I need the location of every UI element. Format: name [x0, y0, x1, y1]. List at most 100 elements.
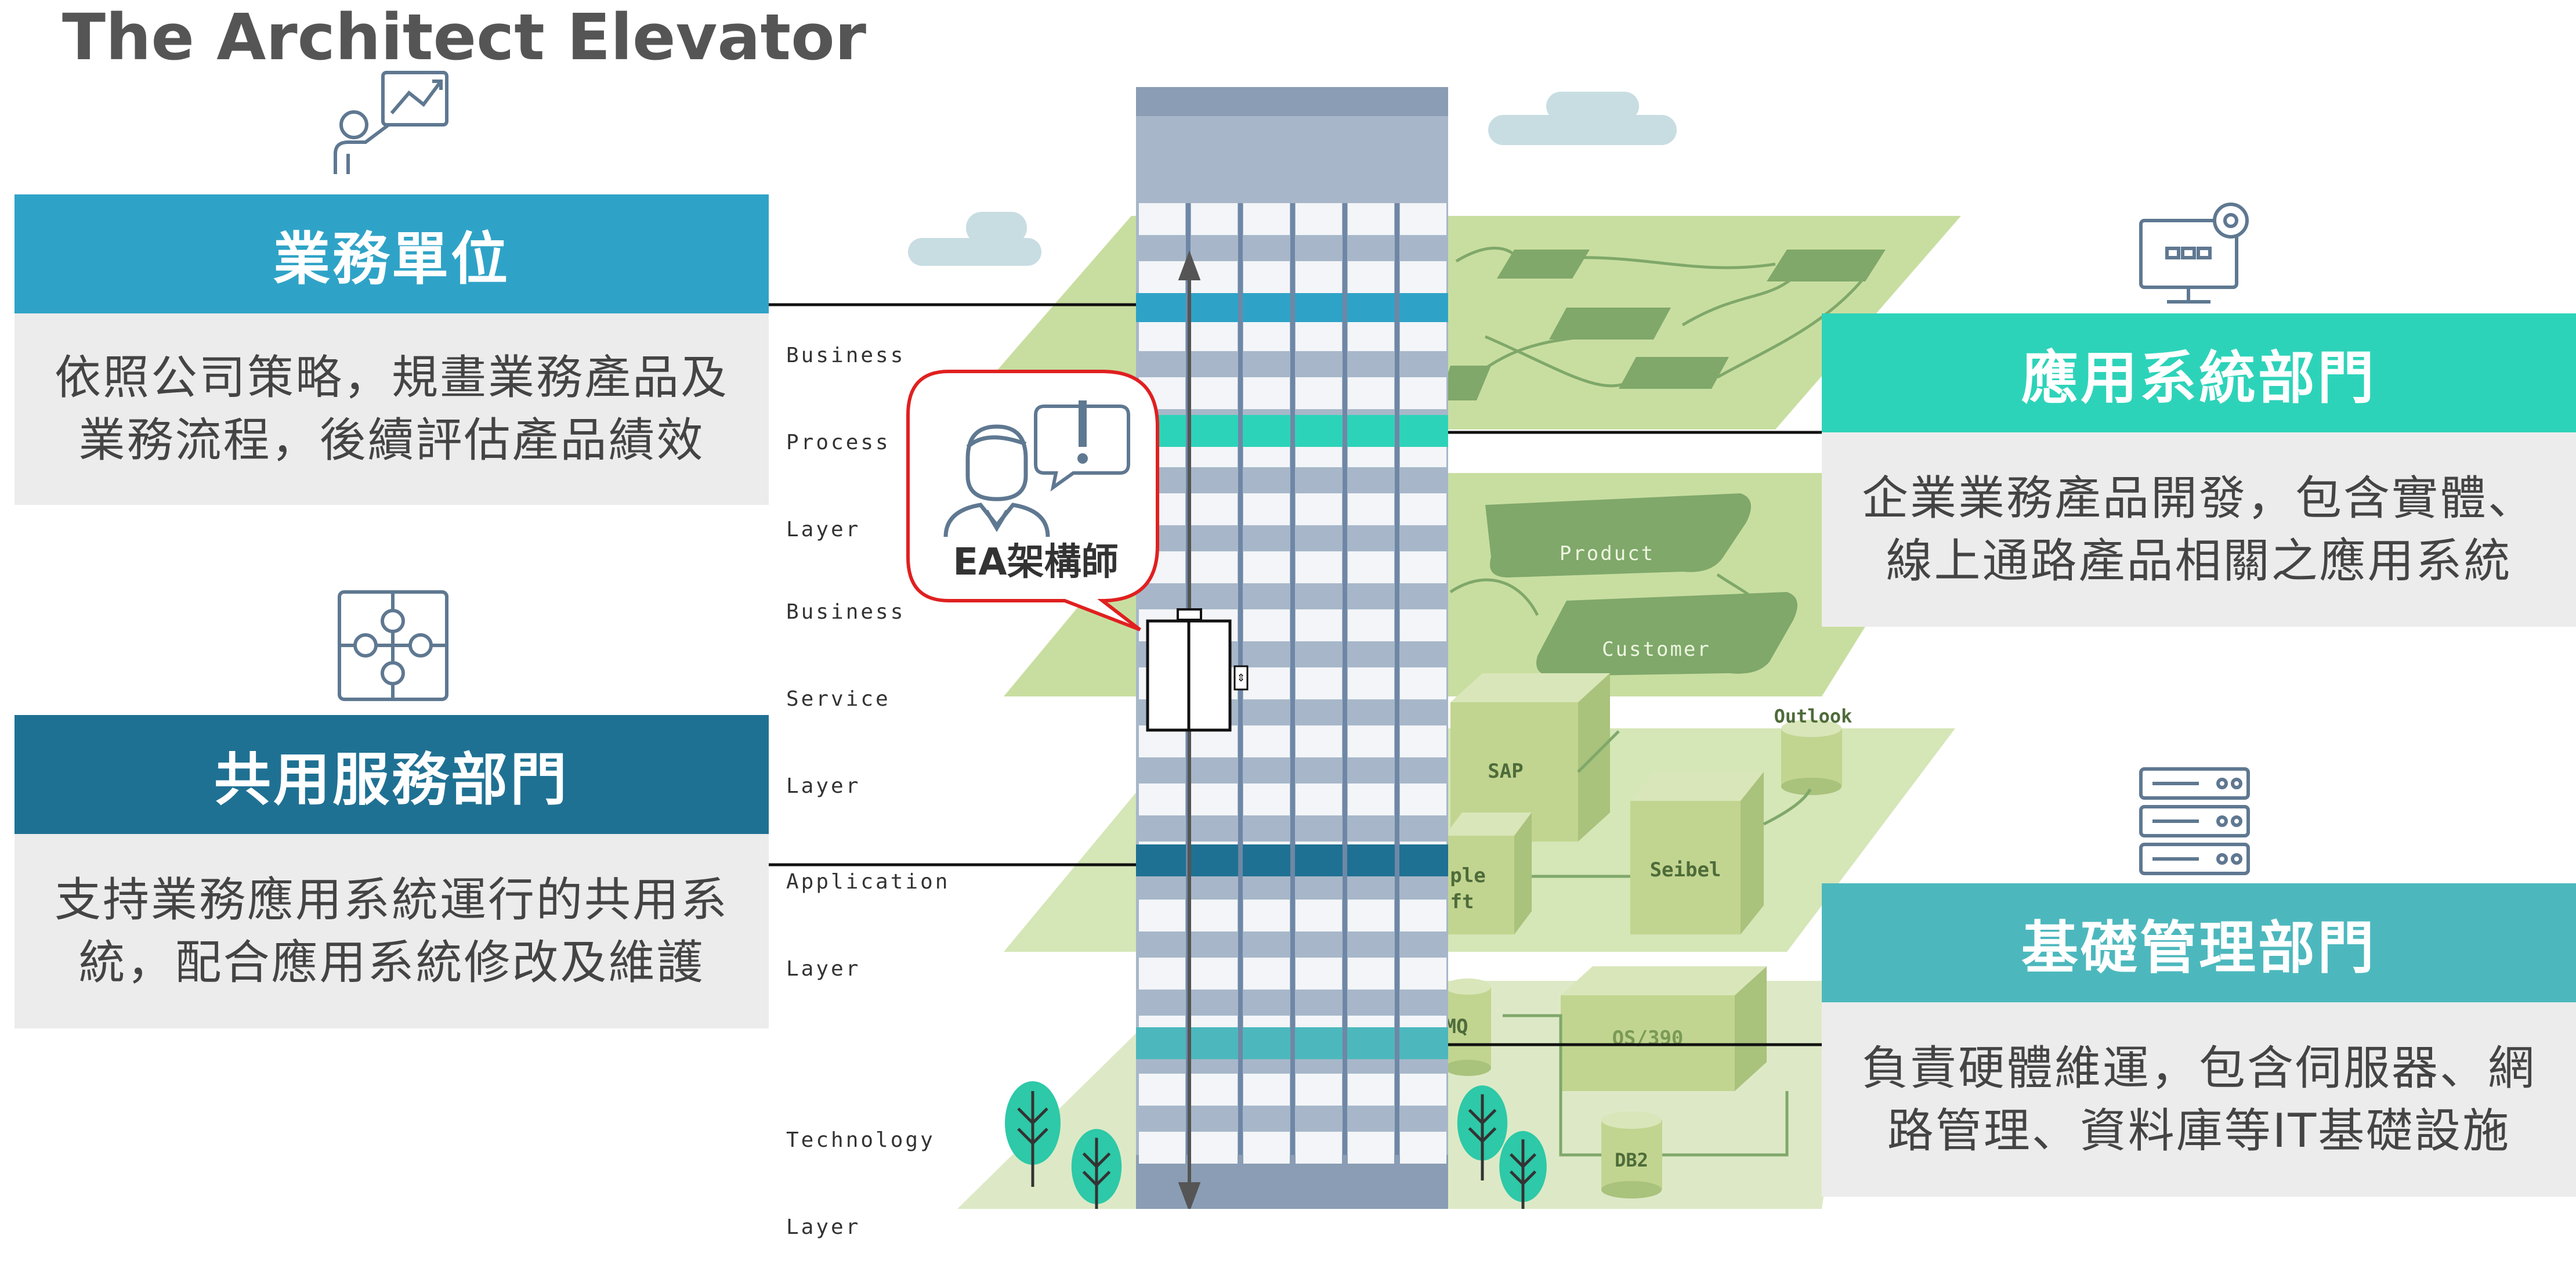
building-window: [1243, 609, 1290, 641]
building-window: [1348, 319, 1394, 351]
building-window: [1296, 551, 1342, 583]
infrastructure-dept-desc: 負責硬體維運，包含伺服器、網 路管理、資料庫等IT基礎設施: [1822, 1002, 2576, 1197]
technology-links: [1503, 1014, 1789, 1157]
building-window: [1296, 319, 1342, 351]
layer-label-line: Business: [786, 344, 906, 367]
building-window: [1296, 667, 1342, 699]
desc-line: 業務流程，後續評估產品績效: [78, 413, 705, 467]
building-window: [1348, 261, 1394, 293]
building-window: [1191, 1074, 1238, 1106]
building-window: [1400, 725, 1446, 757]
building-window: [1296, 261, 1342, 293]
tree-icon: [1457, 1085, 1508, 1180]
layer-label-application: Application Layer: [786, 810, 950, 1013]
db2-cylinder: [1601, 1111, 1662, 1198]
building-window: [1191, 319, 1238, 351]
building-pillar: [1395, 203, 1399, 1155]
tree-icon: [1005, 1081, 1061, 1187]
business-unit-title: 業務單位: [15, 194, 769, 313]
presenter-chart-icon: [334, 71, 448, 174]
building-window: [1243, 783, 1290, 815]
desc-line: 企業業務產品開發，包含實體、: [1862, 471, 2536, 525]
building-window: [1191, 203, 1238, 235]
building-window: [1139, 319, 1185, 351]
seibel-box: [1630, 772, 1764, 934]
building-window: [1243, 667, 1290, 699]
building-window: [1400, 900, 1446, 931]
building-window: [1243, 551, 1290, 583]
application-dept-title: 應用系統部門: [1822, 313, 2576, 432]
building-window: [1191, 551, 1238, 583]
process-flow-shapes: [1439, 247, 1886, 400]
application-links: [1532, 730, 1812, 878]
desc-line: 線上通路產品相關之應用系統: [1886, 533, 2512, 588]
building-window: [1348, 203, 1394, 235]
building-window: [1191, 900, 1238, 931]
architect-person-icon: [943, 424, 1050, 537]
building-window: [1139, 203, 1185, 235]
shared-services-title: 共用服務部門: [15, 715, 769, 834]
building-window: [1296, 783, 1342, 815]
building-window: [1348, 958, 1394, 990]
building-window: [1400, 609, 1446, 641]
building-window: [1243, 900, 1290, 931]
layer-label-technology: Technology Layer: [786, 1068, 935, 1271]
trees: [1005, 1081, 1547, 1209]
desc-line: 依照公司策略，規畫業務產品及: [55, 351, 729, 405]
building-window: [1400, 1132, 1446, 1164]
apple-soft-label-2: ft: [1450, 890, 1474, 913]
building-window: [1191, 1132, 1238, 1164]
building-window: [1243, 493, 1290, 525]
desc-line: 負責硬體維運，包含伺服器、網: [1862, 1041, 2536, 1095]
building-window: [1400, 551, 1446, 583]
diagram-title: The Architect Elevator: [62, 0, 866, 74]
building-window: [1139, 1074, 1185, 1106]
cloud-left: [908, 212, 1041, 266]
building-window: [1191, 377, 1238, 409]
building-window: [1139, 261, 1185, 293]
cloud-right: [1488, 92, 1677, 145]
layer-label-line: Business: [786, 600, 906, 624]
outlook-label: Outlook: [1774, 705, 1853, 727]
layer-label-line: Layer: [786, 1215, 861, 1239]
building-window: [1296, 900, 1342, 931]
layer-label-line: Layer: [786, 774, 861, 798]
building-window: [1296, 377, 1342, 409]
outlook-cylinder: [1781, 720, 1842, 795]
building-window: [1348, 609, 1394, 641]
architecture-scene: Product Customer SAP Seibel ple ft Outlo…: [334, 71, 2250, 1209]
building-window: [1139, 958, 1185, 990]
building-pillar: [1290, 203, 1295, 1155]
building-window: [1296, 203, 1342, 235]
apple-soft-box: [1445, 813, 1532, 934]
tree-icon: [1071, 1129, 1122, 1209]
building-window: [1296, 609, 1342, 641]
shared-services-desc: 支持業務應用系統運行的共用系 統，配合應用系統修改及維護: [15, 834, 769, 1028]
building-window: [1400, 783, 1446, 815]
puzzle-icon: [338, 590, 448, 701]
building-window: [1348, 667, 1394, 699]
building-window: [1348, 1132, 1394, 1164]
layer-label-business-process: Business Process Layer: [786, 283, 905, 573]
apple-soft-label-1: ple: [1450, 864, 1485, 887]
layer-label-line: Layer: [786, 957, 861, 981]
building-window: [1243, 261, 1290, 293]
application-dept-desc: 企業業務產品開發，包含實體、 線上通路產品相關之應用系統: [1822, 432, 2576, 627]
elevator-car: ⇕: [1146, 608, 1249, 732]
building-window: [1243, 203, 1290, 235]
layer-label-line: Layer: [786, 518, 861, 541]
building-window: [1243, 319, 1290, 351]
building-window: [1400, 493, 1446, 525]
layer-label-line: Technology: [786, 1128, 935, 1152]
building-window: [1400, 958, 1446, 990]
building-window: [1348, 493, 1394, 525]
layer-label-line: Application: [786, 870, 950, 894]
building-window: [1400, 667, 1446, 699]
building-window: [1296, 1132, 1342, 1164]
alert-speech-icon: [1034, 400, 1130, 492]
db2-label: DB2: [1615, 1149, 1648, 1171]
svg-text:⇕: ⇕: [1236, 672, 1245, 684]
layer-label-business-service: Business Service Layer: [786, 540, 905, 830]
product-label: Product: [1560, 542, 1655, 565]
building-window: [1139, 900, 1185, 931]
